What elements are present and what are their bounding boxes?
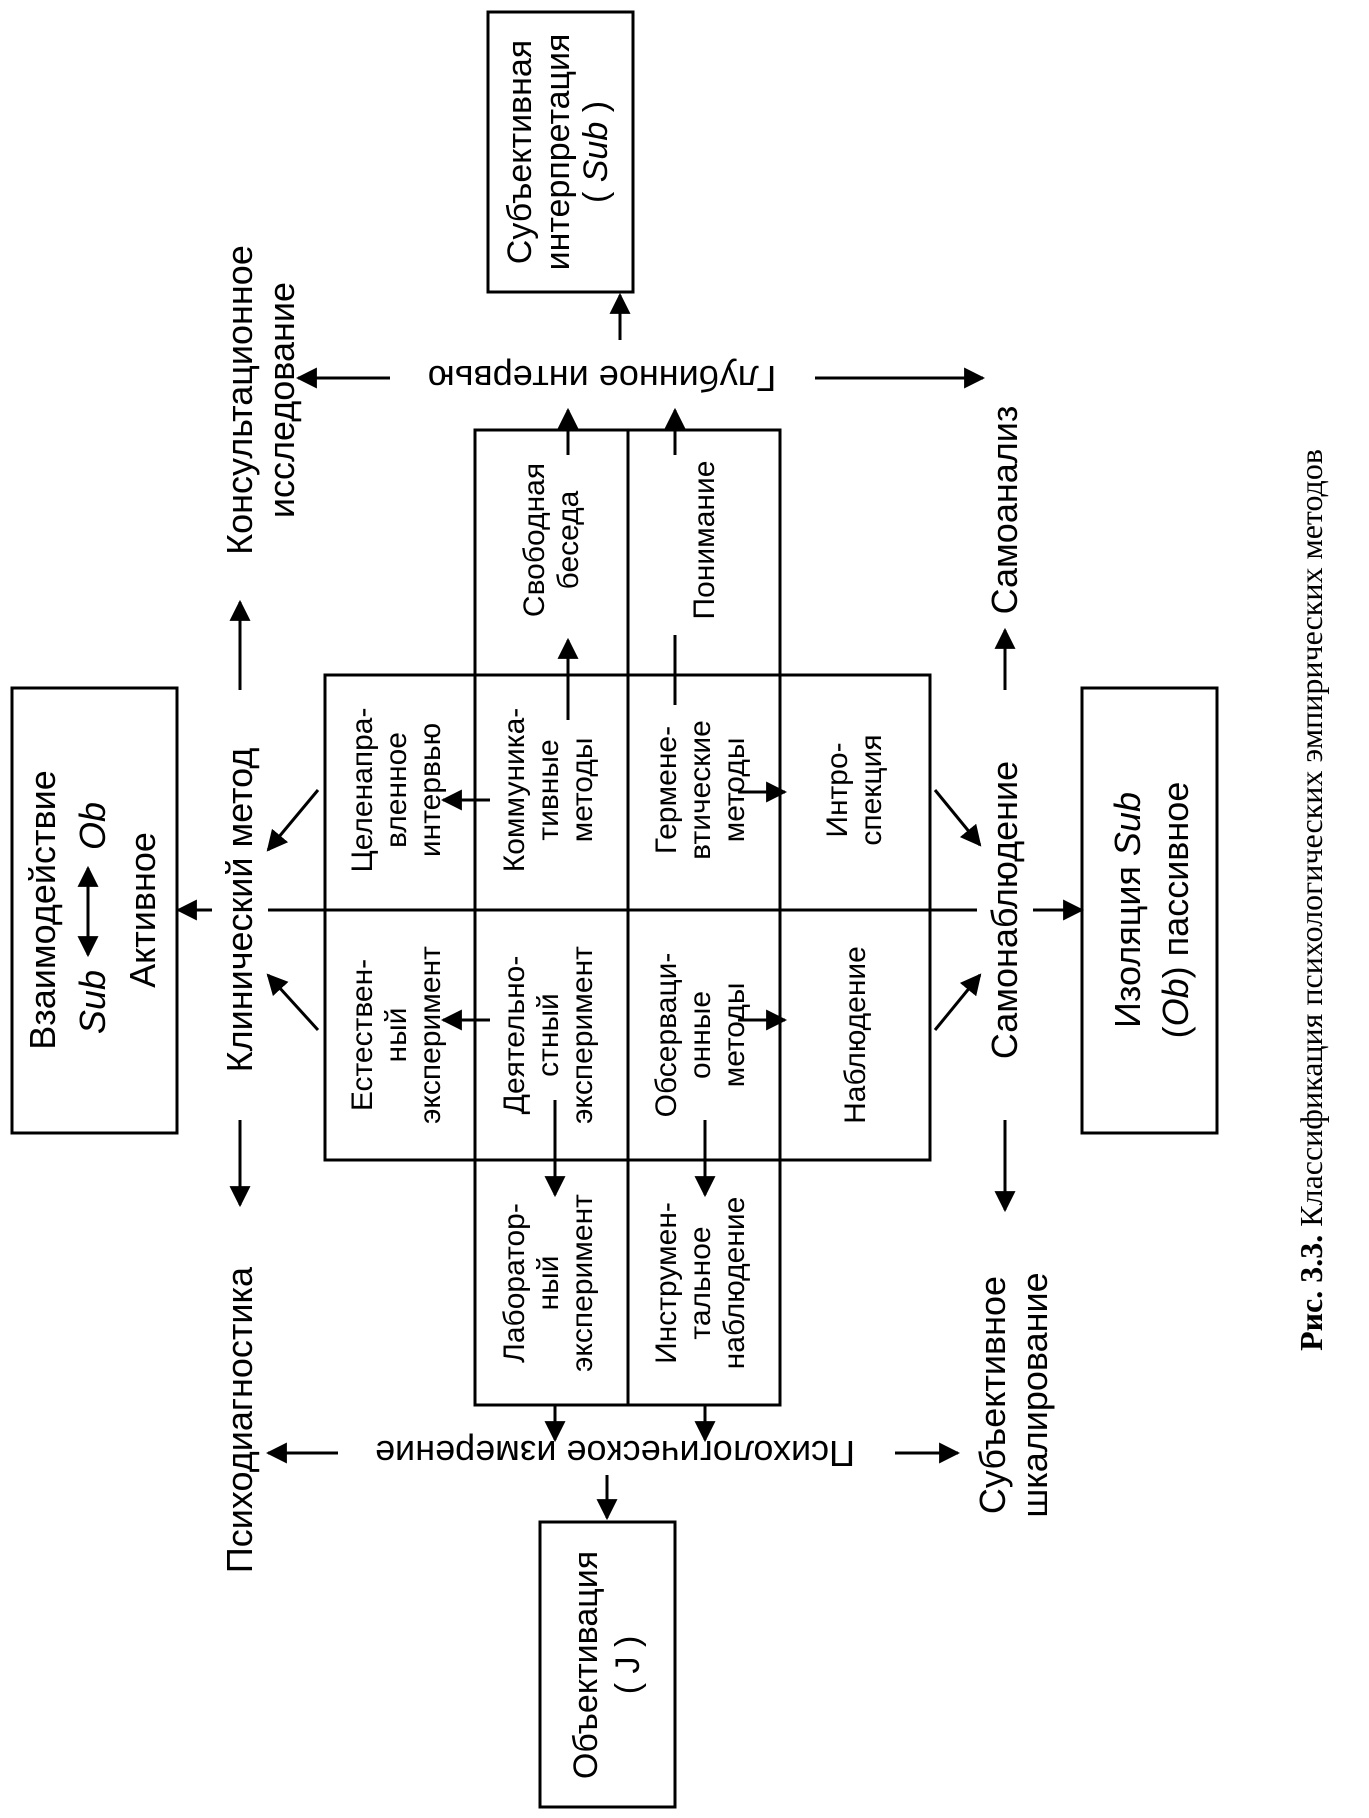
- arrow-observation-to-selfobs: [933, 973, 982, 1031]
- consulting-label-line2: исследование: [261, 282, 302, 518]
- cell-introspection: Интро- спекция: [821, 734, 888, 845]
- cell-observation: Наблюдение: [839, 946, 872, 1124]
- svg-text:Целенапра-: Целенапра-: [346, 708, 379, 873]
- figure-caption: Рис. 3.3. Классификация психологических …: [1293, 449, 1329, 1351]
- box-objective: Объективация ( J ): [538, 1520, 677, 1809]
- svg-text:онные: онные: [684, 991, 717, 1079]
- cell-communicative-methods: Коммуника- тивные методы: [498, 708, 599, 873]
- cell-lab-experiment: Лаборатор- ный эксперимент: [498, 1194, 599, 1372]
- box-objective-line1: Объективация: [567, 1551, 605, 1779]
- svg-text:ный: ный: [532, 1256, 565, 1311]
- svg-text:эксперимент: эксперимент: [414, 946, 447, 1124]
- depth-interview-label: Глубинное интервью: [428, 358, 776, 399]
- box-subjective-line3: ( Sub ): [577, 101, 615, 203]
- svg-text:методы: методы: [718, 983, 751, 1088]
- svg-text:ный: ный: [380, 1008, 413, 1063]
- cell-understanding: Понимание: [688, 461, 721, 620]
- box-objective-line2: ( J ): [609, 1636, 647, 1695]
- cell-natural-experiment: Естествен- ный эксперимент: [346, 946, 447, 1124]
- caption-number: Рис. 3.3.: [1293, 1235, 1329, 1351]
- svg-text:интервью: интервью: [414, 723, 447, 857]
- box-interaction-sub: Sub: [72, 970, 113, 1034]
- svg-text:тальное: тальное: [684, 1226, 717, 1339]
- svg-text:Естествен-: Естествен-: [346, 959, 379, 1111]
- cell-hermeneutic-methods: Гермене- втические методы: [650, 720, 751, 860]
- svg-text:втические: втические: [684, 720, 717, 860]
- box-interaction-ob: Ob: [72, 802, 113, 850]
- box-interaction-line3: Активное: [122, 832, 163, 988]
- arrow-targeted-to-clinical: [266, 789, 320, 852]
- arrow-natural-to-clinical: [266, 973, 320, 1032]
- box-subjective-line1: Субъективная: [501, 40, 539, 264]
- svg-text:методы: методы: [718, 738, 751, 843]
- psychodiagnostics-label: Психодиагностика: [219, 1266, 260, 1573]
- svg-text:Интро-: Интро-: [821, 742, 854, 837]
- method-grid: [323, 428, 932, 1407]
- svg-text:Понимание: Понимание: [688, 461, 721, 620]
- svg-text:методы: методы: [566, 738, 599, 843]
- svg-text:стный: стный: [532, 993, 565, 1077]
- svg-text:вленное: вленное: [380, 732, 413, 848]
- svg-text:Свободная: Свободная: [518, 463, 551, 617]
- cell-free-talk: Свободная беседа: [518, 463, 585, 617]
- svg-text:Обсерваци-: Обсерваци-: [650, 953, 683, 1118]
- box-subjective: Субъективная интерпретация ( Sub ): [486, 10, 635, 294]
- cell-targeted-interview: Целенапра- вленное интервью: [346, 708, 447, 873]
- svg-text:эксперимент: эксперимент: [566, 946, 599, 1124]
- box-subjective-line2: интерпретация: [539, 34, 577, 271]
- box-interaction-line1: Взаимодействие: [22, 770, 63, 1050]
- svg-text:Рис. 3.3. Классификация психол: Рис. 3.3. Классификация психологических …: [1293, 449, 1329, 1351]
- svg-text:тивные: тивные: [532, 739, 565, 840]
- box-isolation-line1: Изоляция Sub: [1107, 792, 1148, 1028]
- svg-text:наблюдение: наблюдение: [718, 1197, 751, 1370]
- svg-text:эксперимент: эксперимент: [566, 1194, 599, 1372]
- scaling-label-line1: Субъективное: [972, 1276, 1013, 1514]
- self-analysis-label: Самоанализ: [984, 406, 1025, 615]
- svg-text:Гермене-: Гермене-: [650, 726, 683, 854]
- cell-activity-experiment: Деятельно- стный эксперимент: [498, 946, 599, 1124]
- svg-text:беседа: беседа: [552, 490, 585, 589]
- svg-text:Наблюдение: Наблюдение: [839, 946, 872, 1124]
- consulting-label-line1: Консультационное: [219, 245, 260, 555]
- cell-observational-methods: Обсерваци- онные методы: [650, 953, 751, 1118]
- svg-text:Коммуника-: Коммуника-: [498, 708, 531, 873]
- box-isolation-line2: (Ob) пассивное: [1155, 782, 1196, 1039]
- clinical-method-label: Клинический метод: [219, 748, 260, 1073]
- scaling-label-line2: шкалирование: [1014, 1272, 1055, 1517]
- svg-text:Деятельно-: Деятельно-: [498, 956, 531, 1115]
- svg-text:спекция: спекция: [855, 734, 888, 845]
- box-interaction: Взаимодействие Sub Ob Активное: [10, 686, 179, 1135]
- cell-instrumental-observation: Инструмен- тальное наблюдение: [650, 1197, 751, 1370]
- caption-text: Классификация психологических эмпирическ…: [1293, 449, 1329, 1227]
- svg-text:Инструмен-: Инструмен-: [650, 1202, 683, 1364]
- self-observation-label: Самонаблюдение: [984, 761, 1025, 1059]
- arrow-intro-to-selfobs: [933, 789, 982, 847]
- box-isolation: Изоляция Sub (Ob) пассивное: [1080, 686, 1219, 1135]
- svg-text:Лаборатор-: Лаборатор-: [498, 1203, 531, 1363]
- psych-measurement-label: Психологическое измерение: [375, 1433, 855, 1474]
